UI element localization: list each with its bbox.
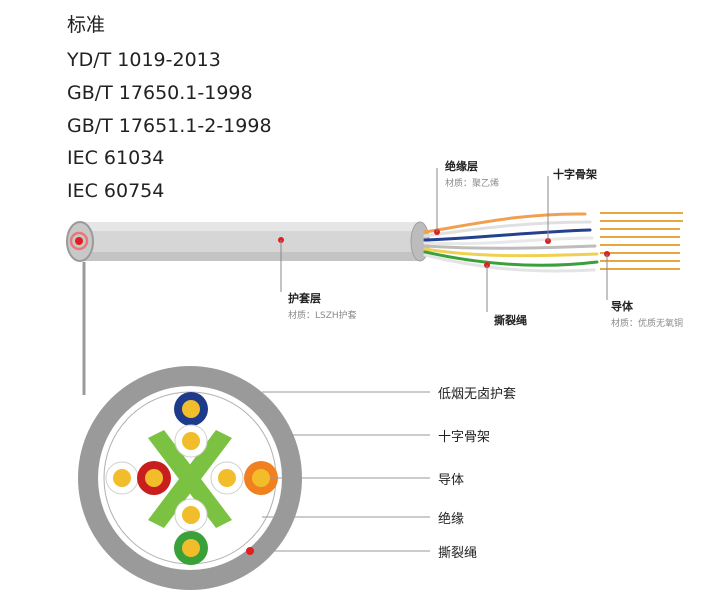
label-ripcord: 撕裂绳 bbox=[438, 546, 478, 561]
standard-item: IEC 60754 bbox=[67, 180, 165, 202]
insulation-label: 绝缘层 bbox=[445, 160, 478, 173]
label-insulation: 绝缘 bbox=[438, 512, 465, 527]
jacket-shadow bbox=[80, 252, 420, 261]
label-cross-filler: 十字骨架 bbox=[438, 430, 491, 445]
end-cap-ring bbox=[69, 231, 89, 251]
ripcord-dot bbox=[246, 547, 254, 555]
standard-item: GB/T 17651.1-2-1998 bbox=[67, 115, 272, 137]
pair-orange-conductor bbox=[252, 469, 270, 487]
conductor-label: 导体 bbox=[611, 300, 633, 313]
sheath-label: 护套层 bbox=[288, 292, 321, 305]
ripcord-callout: 撕裂绳 bbox=[494, 312, 527, 328]
label-conductor: 导体 bbox=[438, 473, 465, 488]
cross-filler bbox=[148, 430, 232, 528]
ripcord-label: 撕裂绳 bbox=[494, 314, 527, 327]
jacket-highlight bbox=[80, 222, 420, 231]
standard-item: YD/T 1019-2013 bbox=[67, 49, 221, 71]
conductor-material: 材质：优质无氧铜 bbox=[611, 319, 684, 329]
label-lszh-sheath: 低烟无卤护套 bbox=[438, 387, 517, 402]
cross-section-leaders bbox=[254, 391, 430, 552]
wire-group bbox=[423, 212, 599, 273]
standard-item: GB/T 17650.1-1998 bbox=[67, 82, 253, 104]
cable-cross-section bbox=[78, 366, 430, 590]
side-callout-leaders bbox=[278, 168, 610, 312]
pair-green-conductor bbox=[182, 539, 200, 557]
copper-strands bbox=[600, 212, 683, 270]
pair-blue-conductor bbox=[182, 400, 200, 418]
cross-filler-callout: 十字骨架 bbox=[553, 166, 597, 182]
insulation-material: 材质：聚乙烯 bbox=[445, 179, 500, 189]
end-cap-marker bbox=[75, 237, 83, 245]
pair-green-white-conductor bbox=[182, 506, 200, 524]
sheath-callout: 护套层 材质：LSZH护套 bbox=[288, 290, 357, 321]
cable-side-view bbox=[66, 168, 683, 395]
sheath-material: 材质：LSZH护套 bbox=[288, 311, 357, 321]
pair-red-white-conductor bbox=[113, 469, 131, 487]
pair-orange-white-conductor bbox=[218, 469, 236, 487]
standard-item: IEC 61034 bbox=[67, 147, 165, 169]
pair-red-conductor bbox=[145, 469, 163, 487]
conductor-callout: 导体 材质：优质无氧铜 bbox=[611, 298, 683, 329]
insulation-callout: 绝缘层 材质：聚乙烯 bbox=[445, 158, 499, 189]
pair-blue-white-conductor bbox=[182, 432, 200, 450]
cross-filler-label: 十字骨架 bbox=[553, 168, 597, 181]
standards-heading: 标准 bbox=[67, 14, 106, 36]
